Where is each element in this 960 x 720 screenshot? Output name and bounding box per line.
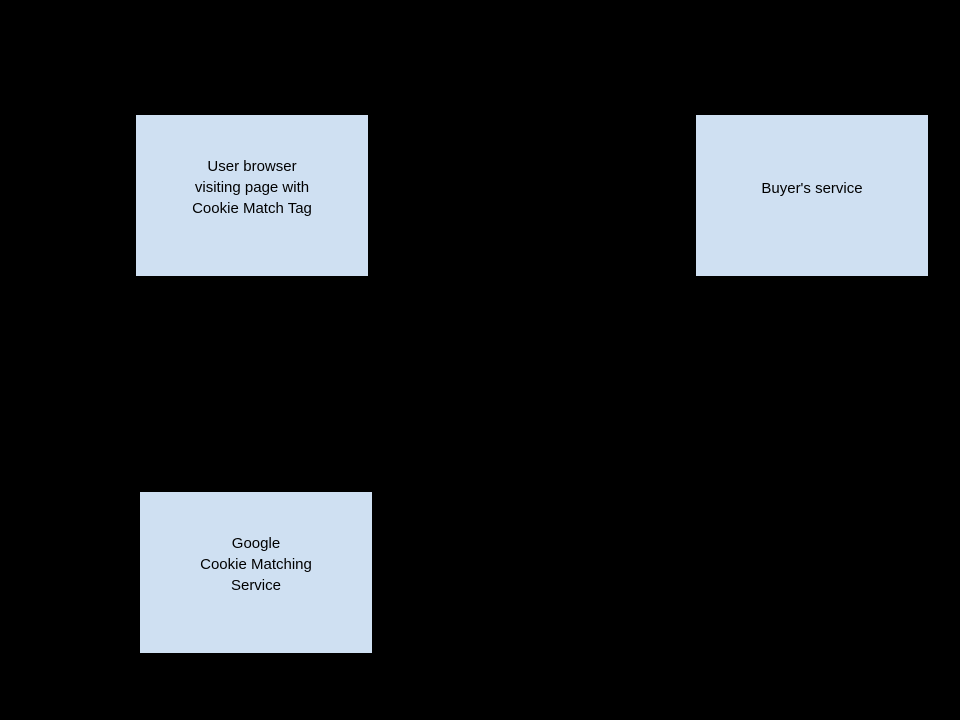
node-google-cookie-matching-label: Google Cookie Matching Service xyxy=(200,535,312,594)
node-buyers-service[interactable]: Buyer's service xyxy=(696,115,928,276)
node-google-cookie-matching[interactable]: Google Cookie Matching Service xyxy=(140,492,372,653)
node-user-browser-label: User browser visiting page with Cookie M… xyxy=(192,158,312,217)
node-user-browser[interactable]: User browser visiting page with Cookie M… xyxy=(136,115,368,276)
node-buyers-service-label: Buyer's service xyxy=(761,180,863,197)
